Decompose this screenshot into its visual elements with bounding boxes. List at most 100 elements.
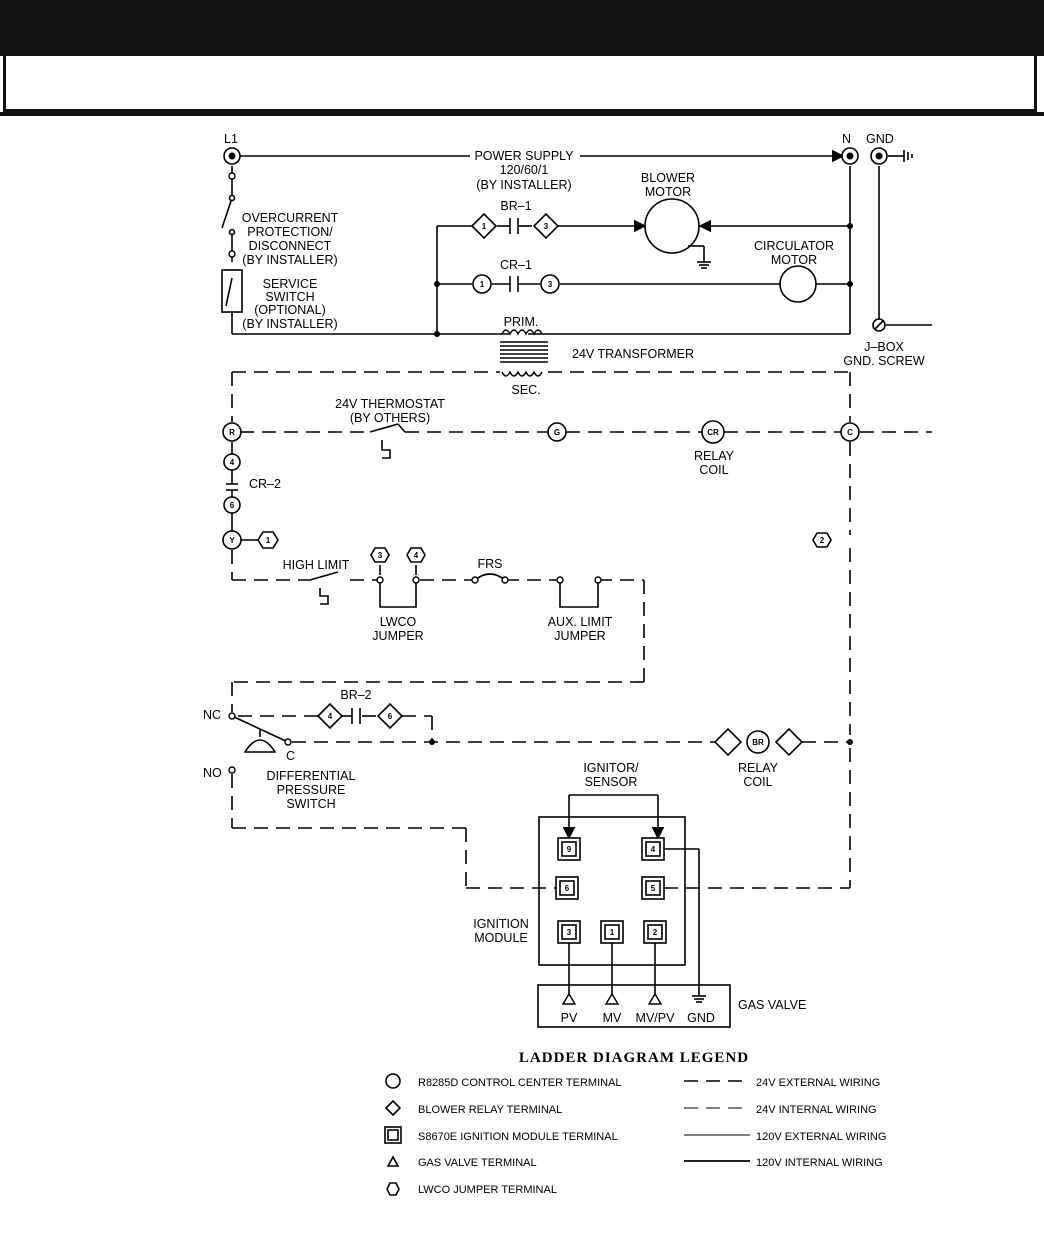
- label-circulator: CIRCULATOR: [754, 239, 834, 253]
- label-sensor: SENSOR: [585, 775, 638, 789]
- label-pv: PV: [561, 1011, 578, 1025]
- title-box: [3, 56, 1037, 112]
- hex-3: [370, 547, 390, 563]
- label-transformer: 24V TRANSFORMER: [572, 347, 694, 361]
- label-blower: BLOWER: [641, 171, 695, 185]
- label-lwco-jumper: JUMPER: [372, 629, 423, 643]
- label-service-installer: (BY INSTALLER): [242, 317, 337, 331]
- label-protection: PROTECTION/: [247, 225, 333, 239]
- legend-120v-internal: 120V INTERNAL WIRING: [756, 1157, 883, 1169]
- legend-item-ignition-module: S8670E IGNITION MODULE TERMINAL: [418, 1131, 618, 1143]
- label-c: C: [286, 749, 295, 763]
- label-high-limit: HIGH LIMIT: [283, 558, 350, 572]
- diamond-1-label: 1: [482, 222, 487, 231]
- label-br2: BR–2: [340, 688, 371, 702]
- terminal-c: [840, 422, 860, 442]
- label-cr2: CR–2: [249, 477, 281, 491]
- label-switch: SWITCH: [286, 797, 335, 811]
- terminal-cr1-1: [472, 274, 492, 294]
- label-coil: COIL: [699, 463, 728, 477]
- label-frs: FRS: [478, 557, 503, 571]
- legend-item-lwco: LWCO JUMPER TERMINAL: [418, 1184, 557, 1196]
- label-overcurrent: OVERCURRENT: [242, 211, 339, 225]
- module-3-label: 3: [567, 928, 572, 937]
- label-relay-2: RELAY: [738, 761, 779, 775]
- terminal-g: [547, 422, 567, 442]
- label-pressure: PRESSURE: [277, 783, 346, 797]
- terminal-br: [746, 730, 770, 754]
- label-cr1: CR–1: [500, 258, 532, 272]
- module-5-label: 5: [651, 884, 656, 893]
- legend-diamond-icon: [384, 1099, 402, 1117]
- label-gas-valve: GAS VALVE: [738, 998, 806, 1012]
- diamond-br1-3: [532, 212, 560, 240]
- label-service: SERVICE: [263, 277, 318, 291]
- diamond-relay-right: [774, 727, 804, 757]
- label-prim: PRIM.: [504, 315, 539, 329]
- terminal-r-label: R: [229, 428, 235, 437]
- module-2-label: 2: [653, 928, 658, 937]
- label-power-installer: (BY INSTALLER): [476, 178, 571, 192]
- label-ignition: IGNITION: [473, 917, 529, 931]
- legend-triangle-icon: [386, 1155, 400, 1167]
- label-mvpv: MV/PV: [636, 1011, 676, 1025]
- label-br1: BR–1: [500, 199, 531, 213]
- hex-1-label: 1: [266, 536, 271, 545]
- terminal-cr: [701, 420, 725, 444]
- terminal-cr1-3: [540, 274, 560, 294]
- label-mv: MV: [603, 1011, 622, 1025]
- header-bar: [0, 0, 1044, 56]
- label-jbox: J–BOX: [864, 340, 904, 354]
- label-overcurrent-installer: (BY INSTALLER): [242, 253, 337, 267]
- label-ignitor: IGNITOR/: [583, 761, 639, 775]
- terminal-cr1-3-label: 3: [548, 280, 553, 289]
- terminal-br-label: BR: [752, 738, 764, 747]
- label-by-others: (BY OTHERS): [350, 411, 430, 425]
- module-9-label: 9: [567, 845, 572, 854]
- hex-4-label: 4: [414, 551, 419, 560]
- legend-24v-internal: 24V INTERNAL WIRING: [756, 1104, 877, 1116]
- label-optional: (OPTIONAL): [254, 303, 326, 317]
- label-differential: DIFFERENTIAL: [267, 769, 356, 783]
- hex-4: [406, 547, 426, 563]
- diamond-6-label: 6: [388, 712, 393, 721]
- terminal-c-label: C: [847, 428, 853, 437]
- label-sec: SEC.: [511, 383, 540, 397]
- label-nc: NC: [203, 708, 221, 722]
- label-no: NO: [203, 766, 222, 780]
- header-rule: [0, 112, 1044, 116]
- label-relay: RELAY: [694, 449, 735, 463]
- label-gnd-screw: GND. SCREW: [843, 354, 924, 368]
- label-aux-limit: AUX. LIMIT: [548, 615, 613, 629]
- hex-1: [257, 531, 279, 549]
- legend-title: LADDER DIAGRAM LEGEND: [519, 1050, 749, 1066]
- module-4-label: 4: [651, 845, 656, 854]
- terminal-6: [223, 496, 241, 514]
- terminal-6-label: 6: [230, 501, 235, 510]
- diamond-relay-left: [713, 727, 743, 757]
- legend-item-gas-valve: GAS VALVE TERMINAL: [418, 1157, 537, 1169]
- hex-3-label: 3: [378, 551, 383, 560]
- module-6-label: 6: [565, 884, 570, 893]
- label-gv-gnd: GND: [687, 1011, 715, 1025]
- diamond-br2-4: [316, 702, 344, 730]
- diamond-3-label: 3: [544, 222, 549, 231]
- diamond-br1-1: [470, 212, 498, 240]
- label-thermostat: 24V THERMOSTAT: [335, 397, 445, 411]
- label-lwco: LWCO: [380, 615, 417, 629]
- label-power-rating: 120/60/1: [500, 163, 549, 177]
- terminal-y: [222, 530, 242, 550]
- hex-2: [812, 532, 832, 548]
- label-power-supply: POWER SUPPLY: [474, 149, 574, 163]
- diamond-br2-6: [376, 702, 404, 730]
- terminal-r: [222, 422, 242, 442]
- label-gnd: GND: [866, 132, 894, 146]
- label-n: N: [842, 132, 851, 146]
- hex-2-label: 2: [820, 536, 825, 545]
- label-module: MODULE: [474, 931, 527, 945]
- legend-item-blower-relay: BLOWER RELAY TERMINAL: [418, 1104, 562, 1116]
- module-1-label: 1: [610, 928, 615, 937]
- diamond-4-label: 4: [328, 712, 333, 721]
- terminal-cr1-1-label: 1: [480, 280, 485, 289]
